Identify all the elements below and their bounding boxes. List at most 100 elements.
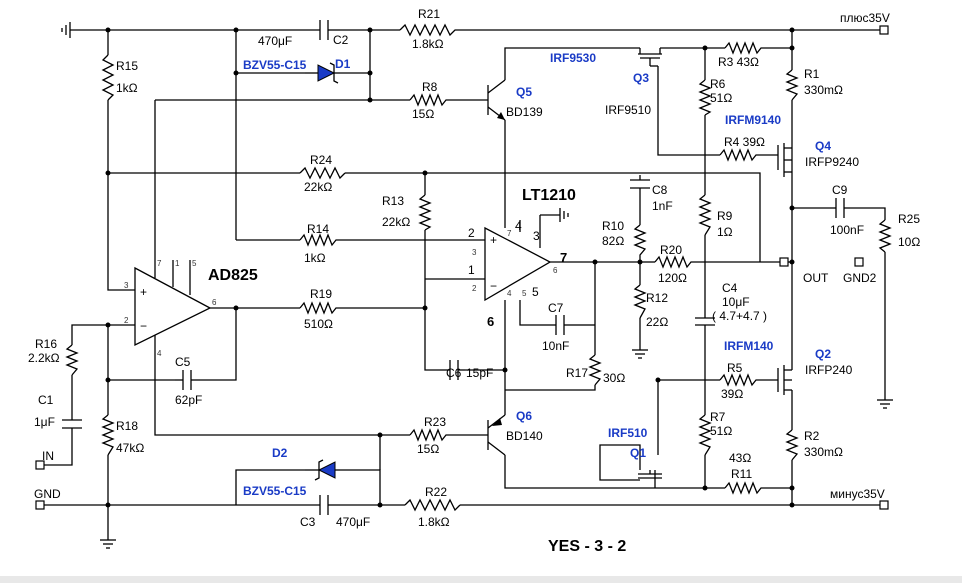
q3-name: Q3 — [633, 71, 649, 85]
zener-diode-d1 — [305, 62, 340, 84]
svg-text:−: − — [140, 319, 147, 333]
r18-value: 47kΩ — [116, 441, 144, 455]
u1-pin1: 1 — [175, 259, 180, 268]
r10-value: 82Ω — [602, 234, 624, 248]
c5-name: C5 — [175, 355, 191, 369]
q6-name: Q6 — [516, 409, 532, 423]
r9-value: 1Ω — [717, 225, 733, 239]
terminals — [35, 25, 889, 510]
r1-value: 330mΩ — [804, 83, 843, 97]
r11-name: R11 — [731, 467, 752, 481]
u2-in-minus-pin: 1 — [468, 263, 475, 277]
u2-pin2a: 2 — [472, 284, 477, 293]
c9-value: 100nF — [830, 223, 864, 237]
net-out-label: OUT — [803, 271, 829, 285]
r8-value: 15Ω — [412, 107, 434, 121]
q6-model: BD140 — [506, 429, 543, 443]
r13-name: R13 — [382, 194, 404, 208]
c4-note: ( 4.7+4.7 ) — [712, 309, 767, 323]
r10-name: R10 — [602, 219, 624, 233]
r15-value: 1kΩ — [116, 81, 138, 95]
c3-name: C3 — [300, 515, 316, 529]
u1-pin3: 3 — [124, 281, 129, 290]
r2-name: R2 — [804, 429, 820, 443]
mosfet-q3 — [638, 48, 662, 67]
u2-pin4: 4 — [515, 219, 522, 233]
r25-value: 10Ω — [898, 235, 920, 249]
r25-name: R25 — [898, 212, 920, 226]
net-in-label: IN — [42, 449, 54, 463]
r19-value: 510Ω — [304, 317, 333, 331]
r20-value: 120Ω — [658, 271, 687, 285]
d2-name: D2 — [272, 446, 288, 460]
r14-name: R14 — [307, 222, 329, 236]
c8-name: C8 — [652, 183, 668, 197]
c1-value: 1μF — [34, 415, 55, 429]
u1-pin2: 2 — [124, 316, 129, 325]
r17-value: 30Ω — [603, 371, 625, 385]
net-gnd2-label: GND2 — [843, 271, 877, 285]
r5-name: R5 — [727, 361, 743, 375]
ground-symbols — [61, 22, 893, 549]
u2-pin6s: 6 — [553, 266, 558, 275]
opamp-ad825: + − — [134, 260, 212, 347]
q1-name: Q1 — [630, 446, 646, 460]
c5-value: 62pF — [175, 393, 202, 407]
opamp-lt1210: + − — [484, 214, 560, 302]
mosfet-q4 — [777, 143, 793, 177]
ic-ad825-label: AD825 — [208, 267, 258, 284]
bjt-q6 — [487, 414, 506, 456]
r3-label: R3 43Ω — [718, 55, 759, 69]
r12-name: R12 — [646, 291, 668, 305]
c7-name: C7 — [548, 301, 564, 315]
c6-name: C6 — [446, 366, 462, 380]
q2-model: IRFP240 — [805, 363, 853, 377]
r23-name: R23 — [424, 415, 446, 429]
r22-name: R22 — [425, 485, 447, 499]
r2-value: 330mΩ — [804, 445, 843, 459]
d2-model: BZV55-C15 — [243, 484, 307, 498]
resistor-symbols — [65, 23, 892, 512]
q3-model: IRF9510 — [605, 103, 651, 117]
q4-type: IRFM9140 — [725, 113, 781, 127]
q4-model: IRFP9240 — [805, 155, 859, 169]
bjt-q5 — [487, 79, 506, 121]
r20-name: R20 — [660, 243, 682, 257]
r8-name: R8 — [422, 80, 438, 94]
q5-model: BD139 — [506, 105, 543, 119]
r15-name: R15 — [116, 59, 138, 73]
window-bottom-border — [0, 576, 962, 583]
c9-name: C9 — [832, 183, 848, 197]
r19-name: R19 — [310, 287, 332, 301]
c2-name: C2 — [333, 33, 349, 47]
r7-name: R7 — [710, 410, 726, 424]
r6-name: R6 — [710, 77, 726, 91]
r16-name: R16 — [35, 337, 57, 351]
q1-model: IRF510 — [608, 426, 648, 440]
c4-value: 10μF — [722, 295, 750, 309]
r12-value: 22Ω — [646, 315, 668, 329]
r6-value: 51Ω — [710, 91, 732, 105]
r5-value: 39Ω — [721, 387, 743, 401]
r1-name: R1 — [804, 67, 820, 81]
u2-in-plus-pin: 2 — [468, 226, 475, 240]
wires — [40, 29, 886, 540]
r24-name: R24 — [310, 153, 332, 167]
r23-value: 15Ω — [417, 442, 439, 456]
r4-label: R4 39Ω — [724, 135, 765, 149]
u2-pin3: 3 — [533, 229, 540, 243]
svg-text:+: + — [140, 285, 147, 299]
u2-pin5s: 5 — [522, 289, 527, 298]
u1-pin7: 7 — [157, 259, 162, 268]
r21-value: 1.8kΩ — [412, 37, 444, 51]
u2-pin7: 7 — [507, 229, 512, 238]
u1-pin4: 4 — [157, 349, 162, 358]
d1-name: D1 — [335, 57, 351, 71]
c2-value: 470μF — [258, 34, 292, 48]
u2-pin3a: 3 — [472, 248, 477, 257]
c3-value: 470μF — [336, 515, 370, 529]
r24-value: 22kΩ — [304, 180, 332, 194]
r7-value: 51Ω — [710, 424, 732, 438]
r11-value: 43Ω — [729, 451, 751, 465]
